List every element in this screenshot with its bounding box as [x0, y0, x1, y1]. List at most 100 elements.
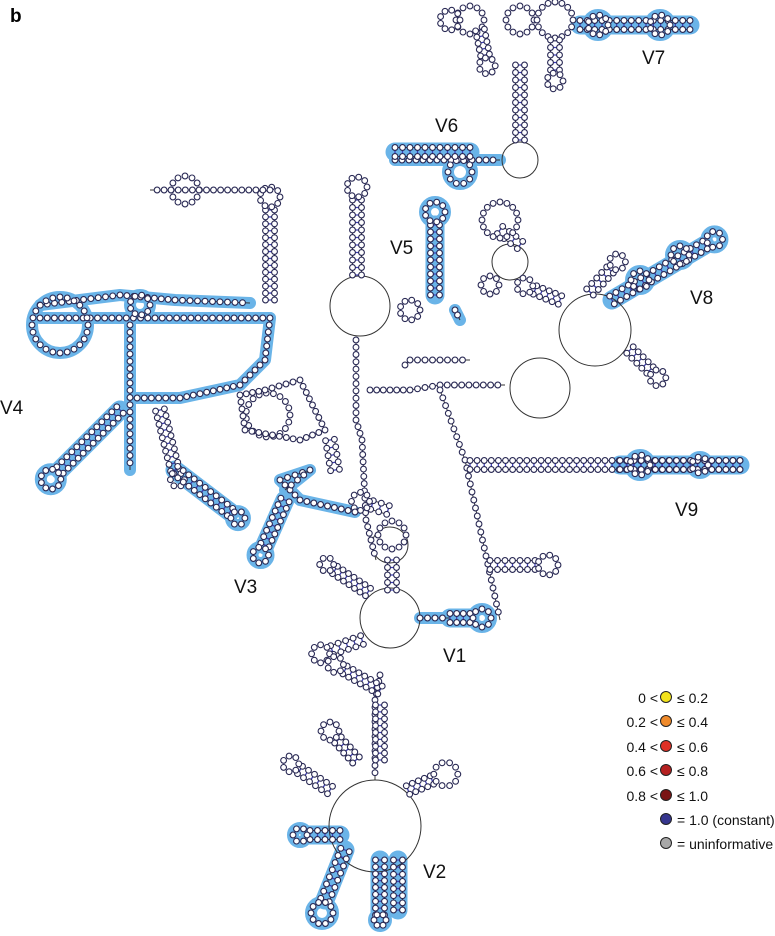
nucleotide: [544, 74, 552, 81]
legend-lower-bound: 0.4 <: [626, 738, 658, 755]
nucleotide: [596, 11, 604, 19]
nucleotide: [262, 227, 269, 235]
nucleotide: [274, 187, 282, 195]
nucleotide: [509, 229, 517, 237]
nucleotide: [366, 497, 373, 505]
nucleotide: [460, 179, 468, 187]
nucleotide: [618, 264, 626, 272]
nucleotide: [658, 31, 666, 39]
nucleotide: [308, 650, 316, 658]
nucleotide: [153, 414, 161, 422]
nucleotide: [676, 242, 684, 250]
nucleotide: [665, 466, 673, 473]
nucleotide: [89, 439, 97, 447]
nucleotide: [708, 466, 716, 473]
nucleotide: [239, 299, 246, 307]
nucleotide: [489, 156, 497, 164]
nucleotide: [144, 314, 152, 322]
nucleotide: [453, 433, 461, 441]
nucleotide: [344, 186, 352, 194]
legend-lower-bound: 0.2 <: [626, 714, 658, 731]
nucleotide: [487, 457, 495, 464]
panel-letter: b: [10, 6, 22, 27]
nucleotide: [593, 274, 601, 282]
nucleotide: [390, 870, 397, 878]
nucleotide: [350, 573, 358, 581]
nucleotide: [179, 478, 187, 486]
nucleotide: [42, 467, 50, 474]
nucleotide: [399, 899, 406, 907]
nucleotide: [631, 470, 639, 478]
nucleotide: [427, 284, 434, 292]
nucleotide: [186, 297, 194, 305]
nucleotide: [451, 144, 459, 151]
nucleotide: [334, 639, 342, 647]
nucleotide: [649, 267, 657, 274]
nucleotide: [612, 250, 620, 258]
nucleotide: [170, 445, 178, 453]
nucleotide: [349, 241, 356, 249]
nucleotide: [438, 782, 446, 790]
nucleotide: [355, 193, 363, 201]
nucleotide: [644, 455, 652, 463]
nucleotide: [549, 69, 557, 77]
nucleotide: [451, 153, 459, 160]
nucleotide: [465, 381, 473, 389]
nucleotide: [332, 733, 340, 741]
nucleotide: [36, 301, 44, 309]
nucleotide: [271, 261, 278, 269]
nucleotide: [466, 175, 474, 183]
nucleotide: [594, 466, 602, 473]
legend-lower-bound: 0 <: [638, 690, 658, 706]
nucleotide: [682, 245, 690, 253]
nucleotide: [368, 687, 376, 695]
nucleotide: [355, 669, 363, 677]
nucleotide: [564, 29, 572, 37]
nucleotide: [658, 457, 666, 464]
nucleotide: [166, 476, 174, 484]
nucleotide: [372, 897, 379, 905]
nucleotide: [436, 263, 443, 271]
nucleotide: [547, 59, 554, 66]
nucleotide: [262, 282, 269, 290]
nucleotide: [455, 440, 463, 448]
nucleotide: [708, 457, 716, 464]
nucleotide: [488, 56, 496, 63]
nucleotide: [153, 186, 161, 194]
nucleotide: [484, 44, 492, 52]
nucleotide: [580, 457, 588, 464]
nucleotide: [355, 173, 363, 181]
nucleotide: [679, 17, 687, 24]
nucleotide: [529, 282, 537, 290]
nucleotide: [203, 186, 210, 194]
nucleotide: [472, 381, 480, 389]
nucleotide: [372, 863, 379, 871]
nucleotide: [126, 350, 134, 358]
nucleotide: [163, 454, 171, 462]
nucleotide: [436, 249, 443, 257]
nucleotide: [173, 314, 181, 322]
nucleotide: [58, 458, 66, 466]
nucleotide: [414, 385, 421, 393]
nucleotide: [249, 555, 257, 562]
nucleotide: [351, 584, 358, 592]
nucleotide: [126, 343, 134, 351]
nucleotide: [231, 298, 239, 306]
nucleotide: [384, 556, 391, 564]
nucleotide: [487, 614, 495, 622]
nucleotide: [489, 584, 497, 592]
nucleotide: [157, 295, 165, 303]
nucleotide: [344, 507, 352, 514]
nucleotide: [367, 584, 374, 592]
nucleotide: [406, 356, 414, 364]
nucleotide: [442, 402, 450, 410]
nucleotide: [623, 293, 631, 300]
nucleotide: [252, 314, 260, 322]
nucleotide: [401, 315, 409, 323]
nucleotide: [193, 179, 201, 187]
nucleotide: [401, 297, 409, 305]
nucleotide: [321, 899, 329, 906]
nucleotide: [321, 827, 329, 834]
nucleotide: [241, 426, 249, 434]
nucleotide: [535, 564, 543, 572]
